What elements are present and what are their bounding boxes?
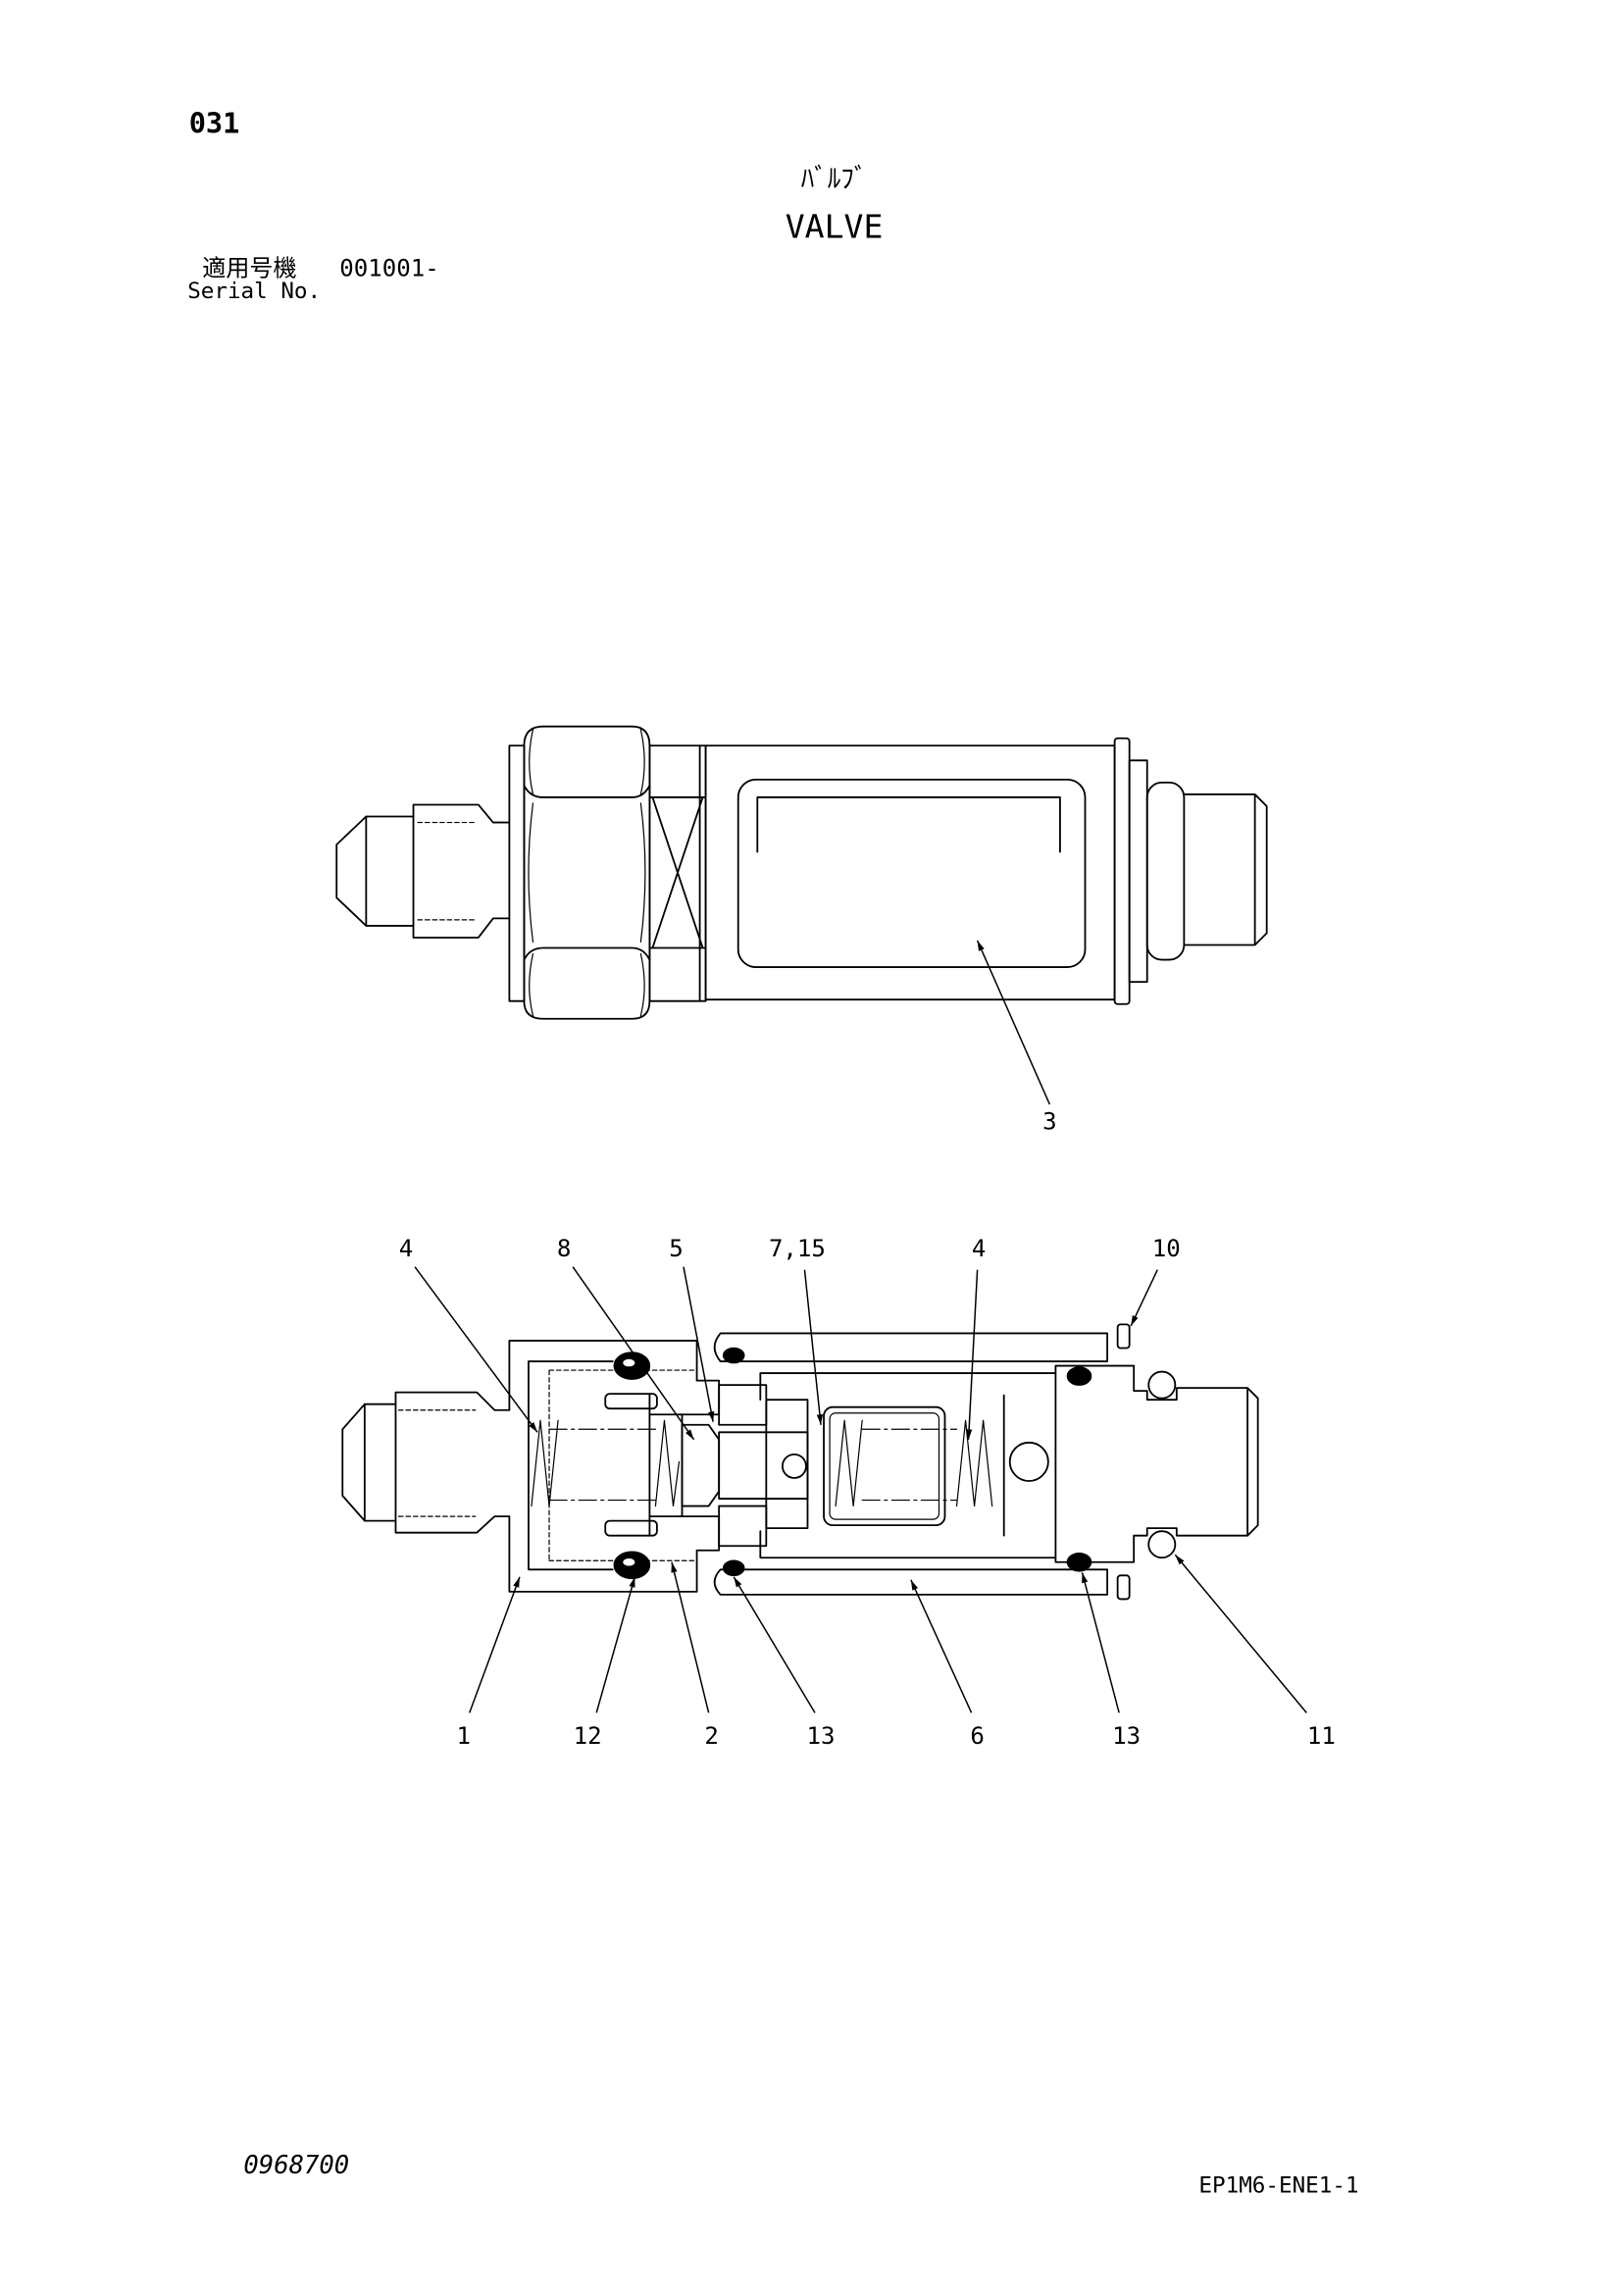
footer-drawing-number: 0968700 (243, 2151, 349, 2180)
leader-callout-4-left (414, 1266, 538, 1433)
label-plate (736, 778, 1087, 968)
snap-ring-top (1116, 1323, 1131, 1350)
collar-top (718, 1384, 768, 1426)
spring-cup-inner (829, 1412, 940, 1520)
o-ring-12-top-highlight (623, 1358, 635, 1367)
title-english: VALVE (786, 207, 884, 245)
o-ring-13-left-bottom (722, 1559, 745, 1577)
section-nipple-thread (397, 1409, 477, 1517)
left-spring-coils-b (654, 1419, 681, 1507)
footer-page-id: EP1M6-ENE1-1 (1198, 2173, 1358, 2199)
callout-4-right: 4 (972, 1235, 987, 1262)
right-spring-coils-b (955, 1419, 993, 1507)
section-nipple-outline (341, 1391, 511, 1534)
nipple-flange (508, 744, 526, 1002)
sleeve-top-wall (713, 1332, 1108, 1362)
right-fitting (1183, 793, 1268, 946)
callout-2: 2 (704, 1722, 719, 1750)
leader-callout-12 (595, 1576, 636, 1713)
leader-callout-8 (572, 1266, 695, 1441)
label-plate-inner-mark (756, 796, 1061, 853)
o-rings (613, 1347, 1092, 1580)
serial-value: 001001- (339, 255, 438, 282)
right-spring-centerlines (861, 1428, 958, 1502)
o-ring-13-right-bottom (1066, 1552, 1092, 1572)
exterior-view (335, 725, 1268, 1020)
leader-callout-6 (910, 1579, 973, 1713)
leader-callout-10 (1130, 1269, 1158, 1327)
poppet (681, 1423, 721, 1507)
callout-10: 10 (1152, 1235, 1181, 1262)
callout-1: 1 (456, 1722, 471, 1750)
o-ring-13-right-top (1066, 1366, 1092, 1386)
leader-callout-11 (1174, 1554, 1307, 1713)
right-chamber (759, 1372, 1057, 1559)
section-nipple-edges (363, 1403, 397, 1522)
hex-nut-face-curves (528, 729, 646, 1017)
callout-13-left: 13 (807, 1722, 836, 1750)
snap-ring-bottom (1116, 1574, 1131, 1601)
body-1-outline (508, 1340, 698, 1593)
sleeve-bottom-wall (713, 1568, 1108, 1596)
o-ring-13-left-top (722, 1347, 745, 1364)
o-ring-11-bottom (1147, 1530, 1177, 1559)
callout-5: 5 (669, 1235, 684, 1262)
hex-nut-face-lines (523, 785, 651, 961)
rod-sleeve (765, 1399, 809, 1530)
callout-11: 11 (1307, 1722, 1336, 1750)
spring-cup-outer (823, 1405, 946, 1527)
leader-callout-7-15 (803, 1269, 824, 1425)
leader-callout-3 (976, 940, 1051, 1105)
serial-label-english: Serial No. (187, 279, 321, 304)
hex-nut-outline (523, 725, 651, 1020)
leader-callout-1 (469, 1576, 521, 1713)
seat-ring-top (604, 1393, 658, 1410)
section-right-fitting (1054, 1364, 1259, 1563)
leader-callout-4-right (965, 1269, 979, 1440)
nipple-thread (417, 821, 475, 921)
callout-6: 6 (970, 1722, 985, 1750)
title-japanese: ﾊﾞﾙﾌﾞ (801, 164, 868, 194)
nipple-outline (335, 803, 511, 939)
exterior-callouts: 3 (976, 940, 1057, 1136)
callout-12: 12 (574, 1722, 602, 1750)
leader-callout-5 (683, 1266, 715, 1422)
leader-callout-13-right (1081, 1572, 1120, 1713)
o-ring-groove (1145, 781, 1186, 961)
leader-callout-2 (671, 1561, 710, 1713)
o-ring-12-bottom-highlight (623, 1558, 635, 1566)
seat-ring-bottom (604, 1519, 658, 1537)
nipple-edges (365, 815, 415, 927)
section-view (341, 1323, 1259, 1601)
right-flange (1113, 737, 1131, 1005)
left-spring-coils-a (531, 1419, 559, 1507)
section-callouts-top: 4 8 5 7,15 4 10 (399, 1235, 1181, 1441)
check-ball (1008, 1441, 1049, 1482)
callout-3: 3 (1042, 1108, 1057, 1136)
callout-4-left: 4 (399, 1235, 414, 1262)
callout-13-right: 13 (1112, 1722, 1141, 1750)
rod (718, 1431, 809, 1500)
o-ring-11-top (1147, 1370, 1177, 1400)
wrench-flat-lines (648, 744, 707, 1002)
body-1-inner-face (528, 1360, 614, 1571)
right-spring-coils-a (835, 1419, 863, 1507)
body-1-chamber (548, 1369, 695, 1561)
collar-bottom (718, 1505, 768, 1548)
page-code: 031 (189, 107, 240, 140)
callout-8: 8 (557, 1235, 572, 1262)
right-collar (1128, 759, 1148, 984)
leader-callout-13-left (733, 1576, 816, 1713)
callout-7-15: 7,15 (769, 1235, 826, 1262)
left-spring-centerlines (548, 1428, 657, 1502)
section-callouts-bottom: 1 12 2 13 6 13 11 (456, 1554, 1336, 1750)
serial-label-japanese: 適用号機 (202, 255, 296, 282)
rod-hole (781, 1453, 807, 1479)
valve-body (704, 744, 1116, 1001)
